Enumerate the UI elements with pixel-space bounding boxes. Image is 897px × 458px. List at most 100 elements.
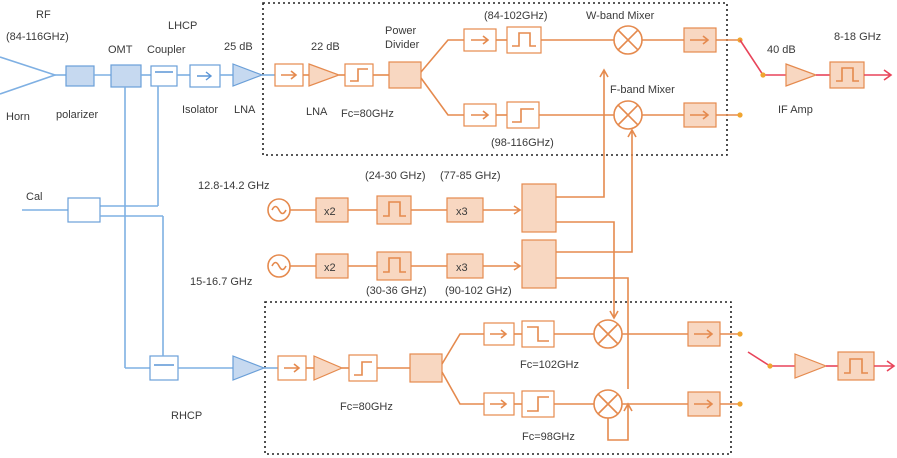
bandpass-filter-icon [836,67,859,82]
bandpass-filter-icon [512,32,536,47]
label-lo1-bpf-range: (24-30 GHz) [365,170,426,182]
label-coupler: Coupler [147,44,186,56]
label-lo2-out-range: (90-102 GHz) [445,285,512,297]
bandpass-filter-icon [383,257,406,273]
isolator-arrow-icon [197,71,213,81]
label-rf-range: (84-116GHz) [6,31,69,43]
bandpass-filter-icon [383,201,406,217]
if-bpf-block [829,61,865,89]
label-lna-front: LNA [234,104,256,116]
b1-output-port [737,331,743,337]
lo1-doubler-block [315,197,349,223]
lo2-bpf-block [376,251,412,281]
isolator-arrow-icon [490,399,508,409]
isolator-arrow-icon [284,363,301,373]
label-x3-b: x3 [456,262,468,274]
lhcp-chain [274,25,893,130]
highpass-filter-icon [354,361,372,376]
if-amp-triangle [785,63,818,87]
if-output-arrow-icon [864,69,893,81]
label-fc-80-bottom: Fc=80GHz [340,401,393,413]
lo1-bpf-block [376,195,412,225]
label-omt: OMT [108,44,133,56]
bandpass-filter-icon [844,358,868,374]
label-lo1-freq: 12.8-14.2 GHz [198,180,270,192]
isolator-arrow-icon [694,399,714,409]
label-x3-a: x3 [456,206,468,218]
lo2-tripler-block [446,253,484,279]
lna-rhcp-triangle [232,355,266,381]
omt-block [110,64,142,88]
label-isolator: Isolator [182,104,218,116]
label-lhcp: LHCP [168,20,197,32]
highpass-filter-icon [512,108,534,123]
label-x2-b: x2 [324,262,336,274]
lo2-splitter-block [521,239,557,289]
label-fc-98: Fc=98GHz [522,431,575,443]
hpf-f-block [506,101,540,129]
if-bpf-bottom-block [837,351,875,381]
mixer-cross-icon [597,393,619,415]
label-f-mixer: F-band Mixer [610,84,675,96]
label-fc-80-top: Fc=80GHz [341,108,394,120]
label-lo2-freq: 15-16.7 GHz [190,276,252,288]
label-gain-22db: 22 dB [311,41,340,53]
lowpass-filter-icon [527,326,549,342]
label-rf: RF [36,9,51,21]
label-gain-40db: 40 dB [767,44,796,56]
lhcp-coupler-block [150,65,178,87]
highpass-filter-icon [350,68,368,82]
label-lo2-bpf-range: (30-36 GHz) [366,285,427,297]
blue-frontend [0,56,278,381]
mixer-cross-icon [617,104,639,126]
label-lo1-out-range: (77-85 GHz) [440,170,501,182]
isolator-arrow-icon [281,70,298,80]
lo1-splitter-block [521,183,557,233]
label-lna-inner: LNA [306,106,328,118]
label-polarizer: polarizer [56,109,99,121]
b2-output-port [737,401,743,407]
lna-front-triangle [232,63,264,87]
label-gain-25db: 25 dB [224,41,253,53]
mixer-cross-icon [597,323,619,345]
label-rhcp: RHCP [171,410,202,422]
highpass-filter-icon [527,396,549,412]
isolator-arrow-icon [471,35,490,45]
label-w-mixer: W-band Mixer [586,10,655,22]
hpf-bottom-block [348,354,378,382]
f-output-port [737,112,743,118]
polarizer-block [65,65,95,87]
power-divider-top-block [388,61,422,89]
if-amp-bottom-triangle [794,353,828,379]
labels: RF (84-116GHz) LHCP OMT Coupler 25 dB 22… [6,9,881,443]
power-divider-bottom-block [409,353,443,383]
if-output-arrow-bottom-icon [874,360,896,372]
bpf-w-block [506,26,542,54]
lo-chains [267,68,637,389]
label-x2-a: x2 [324,206,336,218]
label-fc-102: Fc=102GHz [520,359,579,371]
lo1-tripler-block [446,197,484,223]
isolator-arrow-icon [471,110,490,120]
label-if-amp: IF Amp [778,104,813,116]
rhcp-chain [277,319,896,441]
label-if-range: 8-18 GHz [834,31,881,43]
lna-bottom-triangle [313,355,344,381]
horn-icon [0,56,58,95]
label-f-filter-range: (98-116GHz) [491,137,554,149]
label-w-filter-range: (84-102GHz) [484,10,548,22]
isolator-arrow-icon [694,329,714,339]
label-cal: Cal [26,191,43,203]
lna-top-triangle [308,63,341,87]
mixer-cross-icon [617,29,639,51]
rhcp-coupler-block [149,355,179,381]
isolator-arrow-icon [690,110,710,120]
isolator-arrow-icon [690,35,710,45]
lo2-feed-b2 [607,402,633,441]
label-horn: Horn [6,111,30,123]
isolator-arrow-icon [490,329,508,339]
rhcp-receiver-box [264,301,732,455]
label-power-divider-1: Power [385,25,417,37]
hpf-top-block [344,63,374,87]
